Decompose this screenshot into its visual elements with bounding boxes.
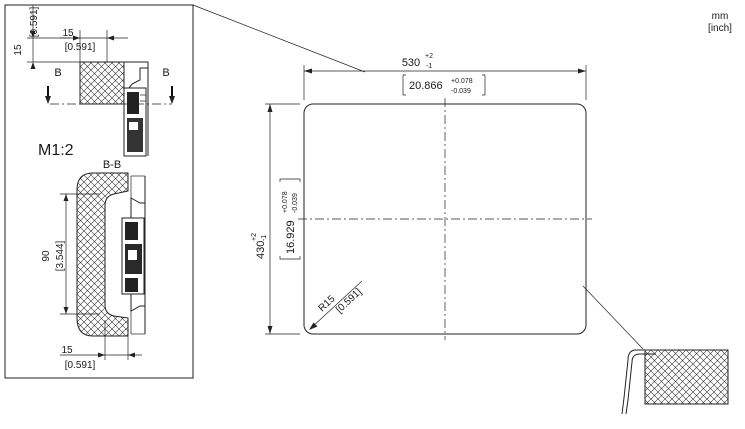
bottom-width-value: 15 <box>61 345 73 356</box>
section-height-inch: [3.544] <box>55 240 66 271</box>
detail-frame <box>4 4 194 379</box>
section-label: B-B <box>103 159 121 171</box>
height-tol-lower: -1 <box>261 235 268 241</box>
top-height-value: 15 <box>13 44 24 56</box>
height-tol-upper: +2 <box>251 233 258 241</box>
width-inch-tol-lower: -0.039 <box>451 88 471 95</box>
cutout-view: 530 +2 -1 20.866 +0.078 -0.039 430 +2 -1… <box>251 53 644 350</box>
width-tol-upper: +2 <box>425 53 433 60</box>
scale-label: M1:2 <box>38 142 74 159</box>
unit-mm: mm <box>712 11 729 22</box>
section-bb: B-B 90 [3.544] 15 [0.591] <box>41 159 146 371</box>
height-nominal: 430 <box>255 241 267 259</box>
width-tol-lower: -1 <box>426 63 432 70</box>
height-inch: 16.929 <box>285 220 297 254</box>
width-nominal: 530 <box>402 57 420 69</box>
top-detail: 15 [0.591] 15 [0.591] B B <box>13 5 175 157</box>
edge-detail <box>621 349 729 415</box>
height-inch-tol-upper: +0.078 <box>282 191 289 213</box>
width-inch: 20.866 <box>409 80 443 92</box>
bottom-width-inch: [0.591] <box>65 360 96 371</box>
top-width-value: 15 <box>62 28 74 39</box>
top-width-inch: [0.591] <box>65 42 96 53</box>
width-inch-tol-upper: +0.078 <box>451 78 473 85</box>
edge-detail-leader <box>582 285 644 350</box>
radius-inch: [0.591] <box>334 286 364 315</box>
top-height-inch: [0.591] <box>29 6 40 37</box>
unit-inch: [inch] <box>708 23 732 34</box>
detail-leader-top <box>192 4 366 73</box>
cut-marker-left: B <box>54 67 61 79</box>
height-inch-tol-lower: -0.039 <box>292 193 299 213</box>
radius-value: R15 <box>317 293 338 314</box>
cut-marker-right: B <box>162 67 169 79</box>
section-height-value: 90 <box>41 250 52 262</box>
